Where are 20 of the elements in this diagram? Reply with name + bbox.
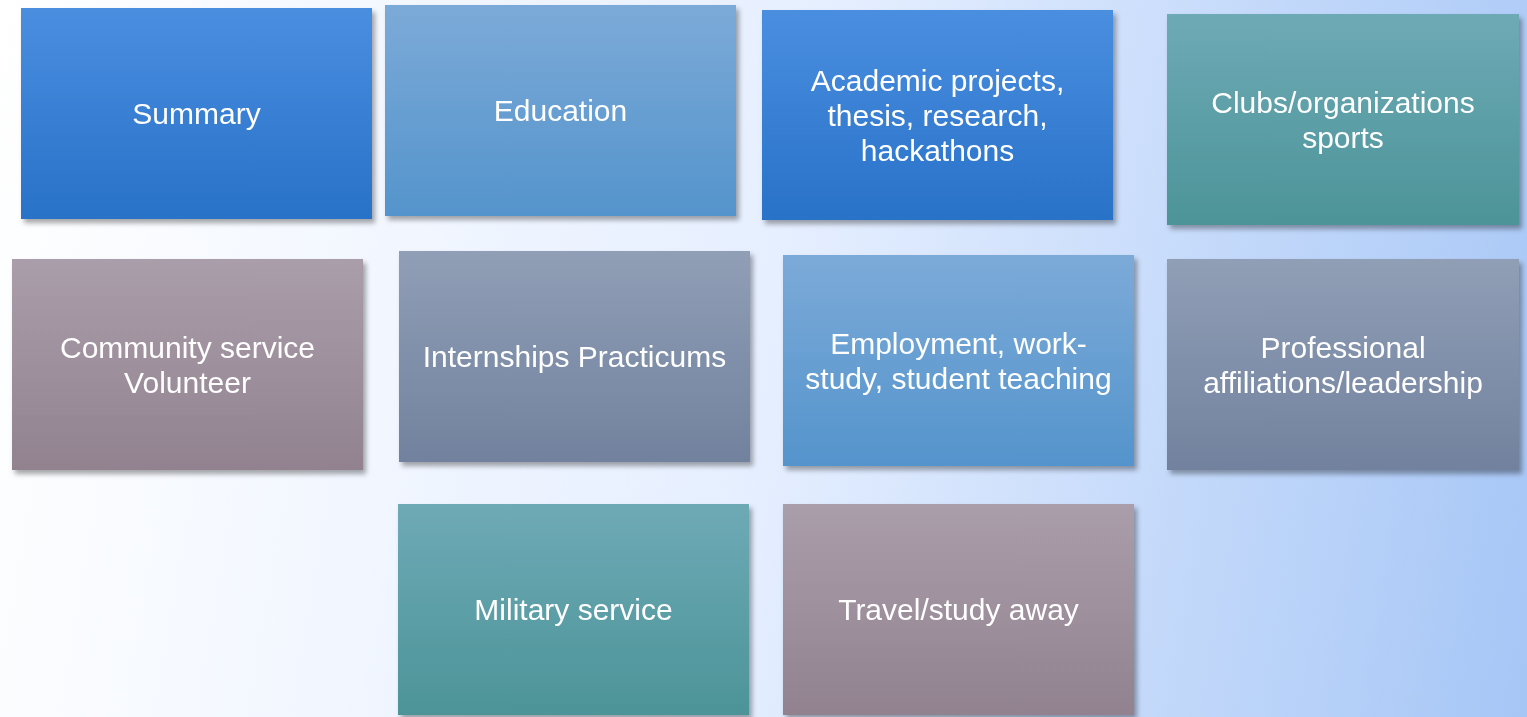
tile-label: Academic projects, thesis, research, hackathons xyxy=(809,62,1066,168)
tile-label: Summary xyxy=(132,96,261,131)
tile-label: Employment, work-study, student teaching xyxy=(804,325,1113,396)
tile-label: Travel/study away xyxy=(838,592,1079,627)
tile-label: Clubs/organizations sports xyxy=(1210,84,1476,155)
category-tile xyxy=(1167,14,1519,225)
tile-label: Education xyxy=(493,93,628,128)
tile-label: Military service xyxy=(474,592,673,627)
category-tile xyxy=(783,255,1134,466)
category-tile xyxy=(385,5,736,216)
category-tile xyxy=(762,10,1113,220)
category-tile xyxy=(399,251,750,462)
category-tile xyxy=(21,8,372,219)
category-tile xyxy=(398,504,749,715)
category-tile xyxy=(12,259,363,470)
category-tile xyxy=(783,504,1134,715)
tile-label: Professional affiliations/leadership xyxy=(1202,329,1484,400)
category-tile xyxy=(1167,259,1519,470)
tile-label: Internships Practicums xyxy=(422,339,727,374)
tile-label: Community service Volunteer xyxy=(58,329,317,400)
